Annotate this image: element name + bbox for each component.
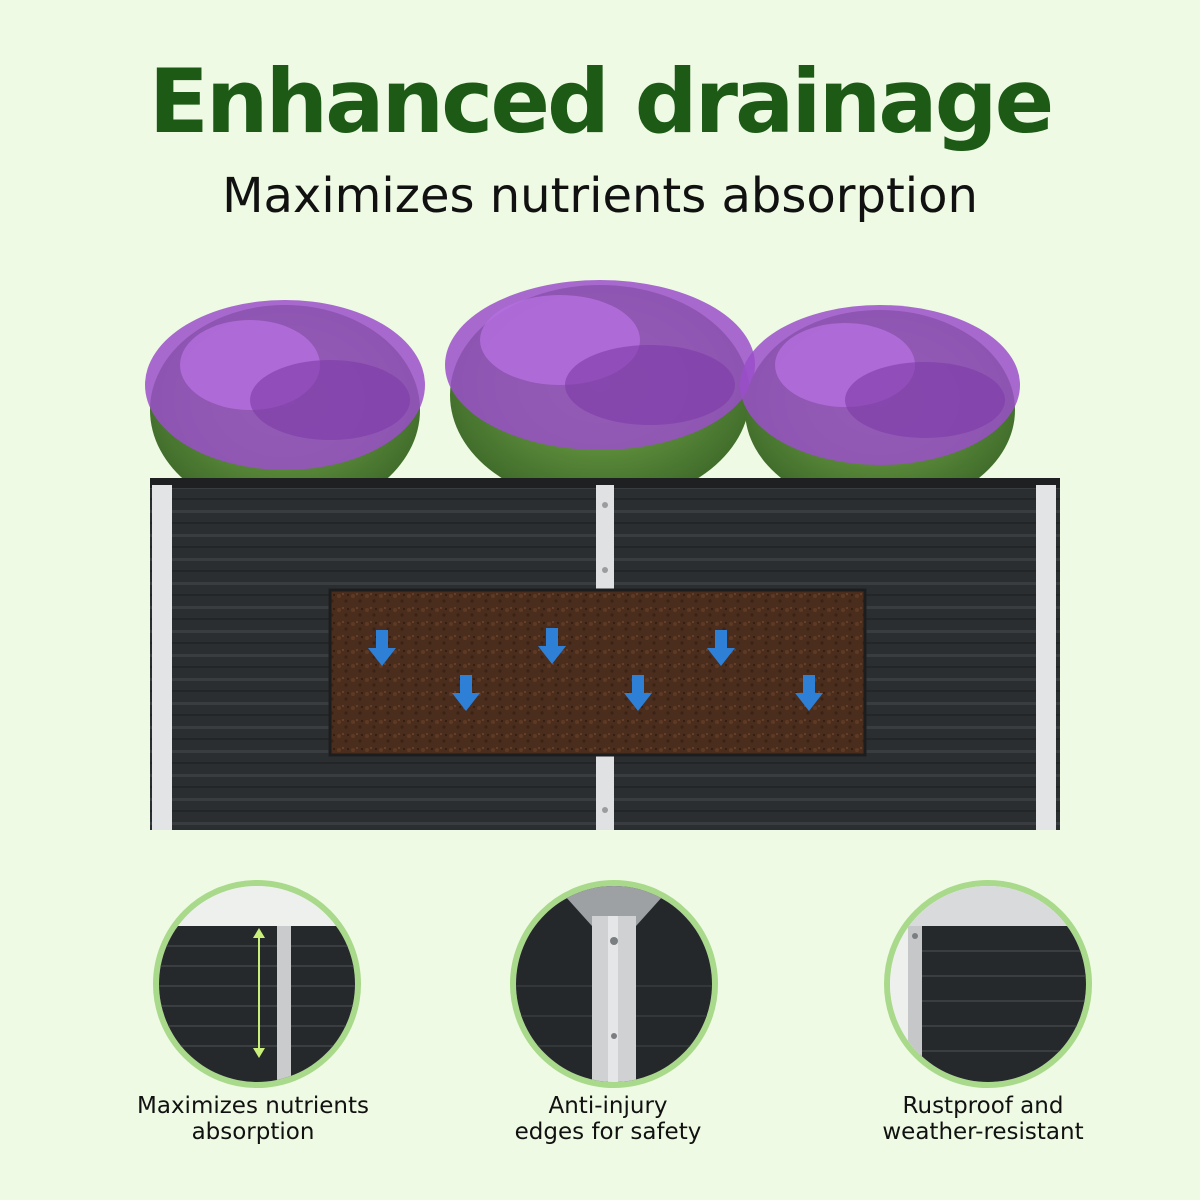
feature-caption-2: Anti-injury edges for safety [458, 1093, 758, 1145]
headline: Enhanced drainage [148, 50, 1055, 153]
feature-caption-1: Maximizes nutrients absorption [103, 1093, 403, 1145]
feature-caption-line: Rustproof and [902, 1093, 1064, 1119]
drainage-arrows [368, 628, 823, 711]
feature-caption-3: Rustproof and weather-resistant [833, 1093, 1133, 1145]
arrow-down-icon [707, 630, 735, 666]
arrow-down-icon [452, 675, 480, 711]
arrow-down-icon [795, 675, 823, 711]
lavender-plant-center [445, 280, 755, 505]
feature-caption-line: Maximizes nutrients [137, 1093, 369, 1119]
feature-caption-line: absorption [191, 1119, 315, 1145]
lavender-plant-right [740, 305, 1020, 510]
galvanized-panel-icon [890, 886, 1086, 1082]
feature-circle-depth [153, 880, 361, 1088]
planter-box [150, 478, 1060, 830]
feature-circle-corner [510, 880, 718, 1088]
height-arrow-panel-icon [159, 886, 355, 1082]
feature-circle-galvanized [884, 880, 1092, 1088]
soil-cutaway [328, 588, 867, 757]
feature-caption-line: Anti-injury [548, 1093, 668, 1119]
feature-caption-line: weather-resistant [882, 1119, 1084, 1145]
subheadline: Maximizes nutrients absorption [222, 168, 978, 224]
arrow-down-icon [368, 630, 396, 666]
arrow-down-icon [538, 628, 566, 664]
lavender-plant-left [145, 300, 425, 515]
rounded-corner-icon [516, 886, 712, 1082]
feature-caption-line: edges for safety [514, 1119, 702, 1145]
raised-garden-bed-illustration [0, 270, 1200, 840]
arrow-down-icon [624, 675, 652, 711]
